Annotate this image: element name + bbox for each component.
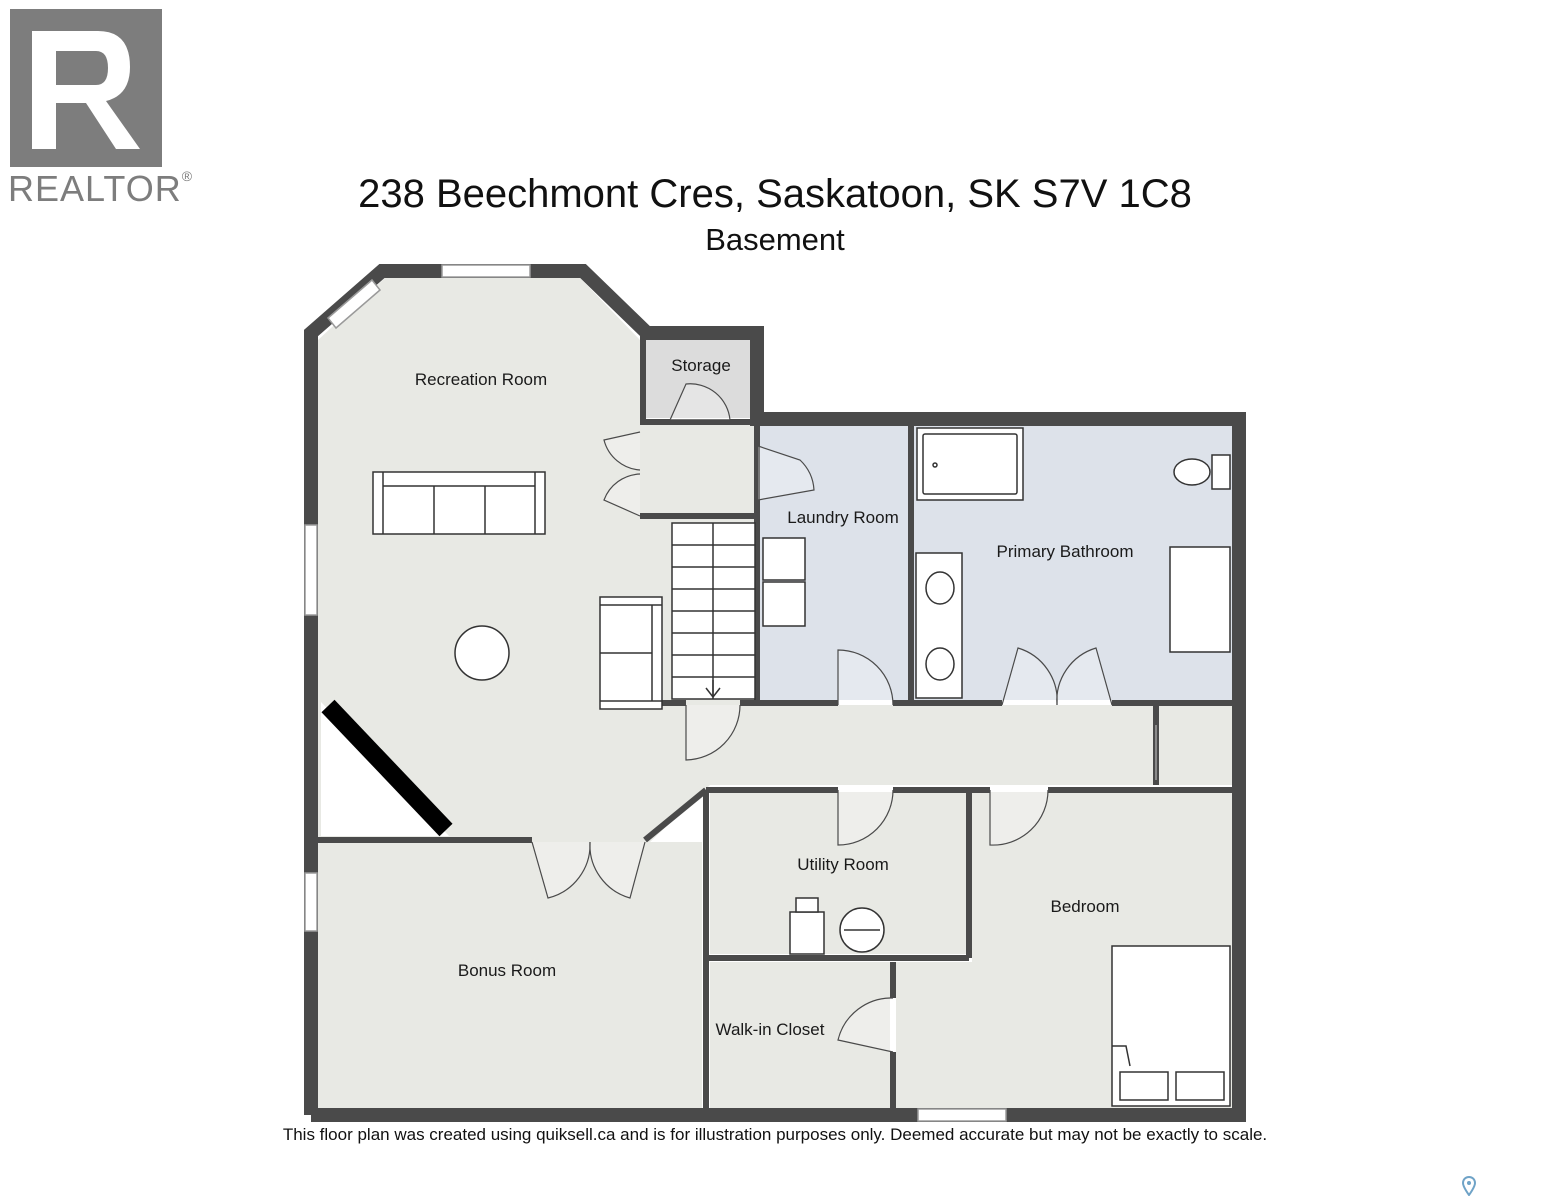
location-pin-icon[interactable] [1461,1175,1477,1197]
realtor-logo-text: REALTOR® [8,168,194,209]
round-table [454,625,510,681]
toilet-tank [1211,454,1231,490]
plan-address: 238 Beechmont Cres, Saskatoon, SK S7V 1C… [358,172,1192,216]
room-label-laundry: Laundry Room [787,508,899,527]
sofa [372,471,546,535]
room-label-walkin: Walk-in Closet [715,1020,825,1039]
windows [304,264,1007,1122]
doors [531,383,1157,1053]
staircase [671,522,756,700]
dryer [762,581,806,627]
disclaimer-text: This floor plan was created using quikse… [282,1125,1268,1144]
plan-level: Basement [705,222,845,257]
room-label-utility: Utility Room [797,855,889,874]
room-label-storage: Storage [671,356,731,375]
fireplace [321,699,453,837]
realtor-logo-mark [10,9,162,167]
floor-bedroom-nook [896,962,976,1108]
toilet-bowl [1173,458,1211,486]
floor-walkin [710,962,890,1108]
shower [1169,546,1231,653]
water-heater-base [789,911,825,955]
room-label-primary-bath: Primary Bathroom [996,542,1134,561]
room-label-recreation: Recreation Room [414,370,548,389]
room-label-bonus: Bonus Room [457,961,557,980]
floor-main [318,278,1232,842]
floor-utility [710,792,968,954]
room-label-bedroom: Bedroom [1050,897,1120,916]
interior-walls [318,333,1232,1110]
floor-bonus [318,842,702,1108]
floor-storage [646,340,750,418]
furniture [372,427,1231,1107]
washer [762,537,806,581]
